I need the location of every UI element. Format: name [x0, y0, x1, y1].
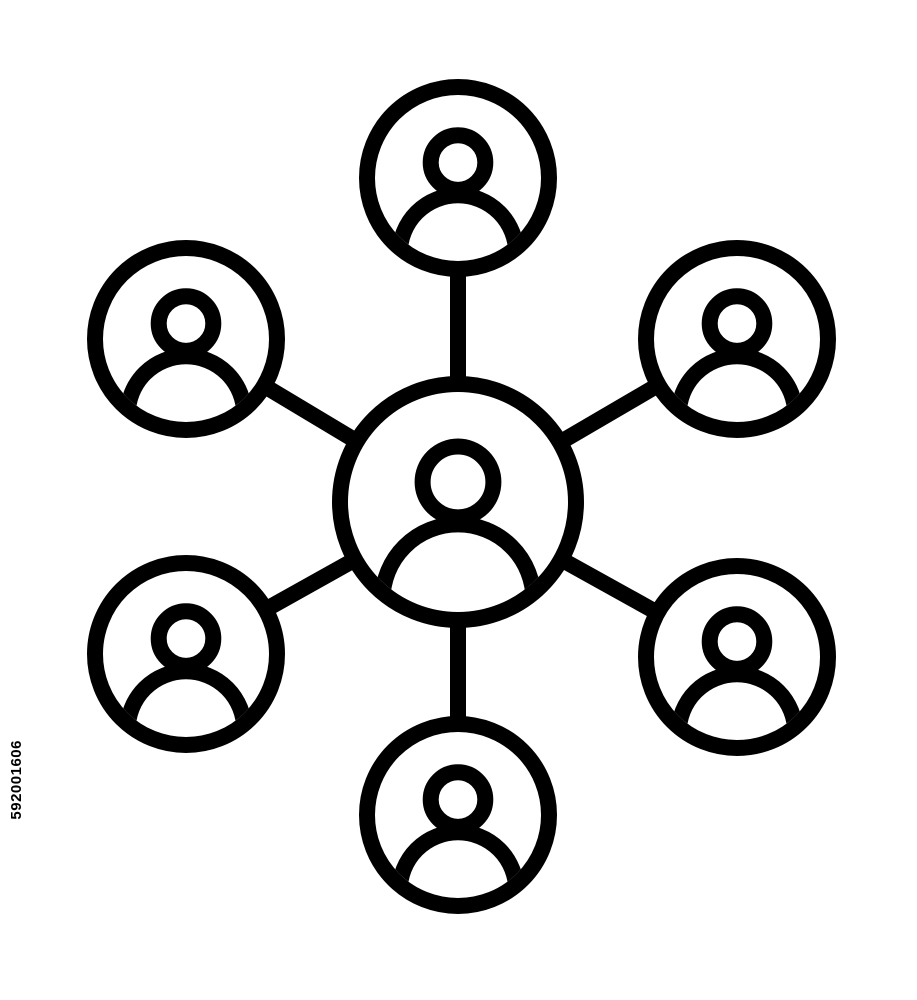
user-node-top — [359, 79, 557, 277]
connector-line-upper-right — [555, 377, 663, 450]
connector-line-upper-left — [259, 378, 361, 449]
user-node-upper-right — [638, 240, 836, 438]
node-upper-left-ring — [87, 240, 285, 438]
hub-user-node — [332, 376, 584, 628]
node-top-ring — [359, 79, 557, 277]
hub-ring — [332, 376, 584, 628]
user-head — [150, 603, 222, 674]
user-head — [422, 127, 494, 198]
node-bottom-ring — [359, 716, 557, 914]
user-node-lower-left — [87, 555, 285, 753]
user-head — [701, 288, 773, 359]
connector-line-lower-left — [261, 552, 359, 617]
user-head — [701, 606, 773, 677]
user-node-bottom — [359, 716, 557, 914]
user-node-upper-left — [87, 240, 285, 438]
node-upper-right-ring — [638, 240, 836, 438]
user-head — [150, 288, 222, 359]
user-nodes — [87, 79, 836, 914]
connector-line-lower-right — [557, 552, 662, 620]
user-node-lower-right — [638, 558, 836, 756]
node-lower-right-ring — [638, 558, 836, 756]
stock-id-label: 592001606 — [8, 740, 25, 820]
user-head — [422, 764, 494, 835]
connector-lines — [259, 269, 663, 724]
node-lower-left-ring — [87, 555, 285, 753]
user-head — [414, 438, 502, 526]
